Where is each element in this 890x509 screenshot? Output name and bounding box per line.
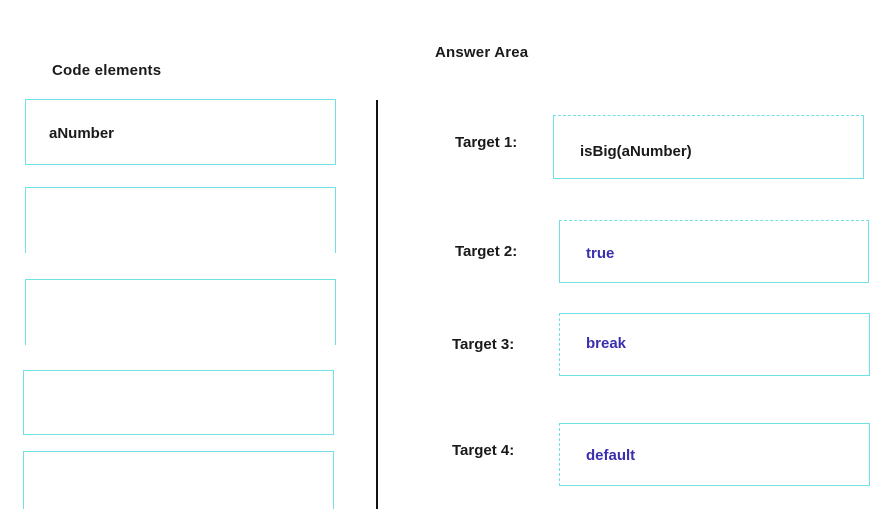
target-2-value[interactable]: true (586, 245, 615, 262)
target-3-value[interactable]: break (586, 335, 627, 352)
code-element-box-4[interactable] (23, 370, 334, 435)
code-element-box-1[interactable]: aNumber (25, 99, 336, 165)
code-element-box-5[interactable] (23, 451, 334, 509)
code-elements-heading: Code elements (52, 62, 162, 79)
panel-divider (376, 100, 378, 509)
code-element-box-3[interactable] (25, 279, 336, 345)
target-1-dropzone[interactable]: isBig(aNumber) (553, 115, 864, 179)
target-1-value[interactable]: isBig(aNumber) (580, 143, 692, 160)
target-2-dropzone[interactable]: true (559, 220, 869, 283)
answer-area-heading: Answer Area (435, 44, 529, 61)
target-4-value[interactable]: default (586, 447, 636, 464)
target-4-dropzone[interactable]: default (559, 423, 870, 486)
target-3-dropzone[interactable]: break (559, 313, 870, 376)
target-2-label: Target 2: (455, 243, 518, 260)
code-element-label: aNumber (49, 125, 115, 142)
target-1-label: Target 1: (455, 134, 518, 151)
target-3-label: Target 3: (452, 336, 515, 353)
code-element-box-2[interactable] (25, 187, 336, 253)
target-4-label: Target 4: (452, 442, 515, 459)
